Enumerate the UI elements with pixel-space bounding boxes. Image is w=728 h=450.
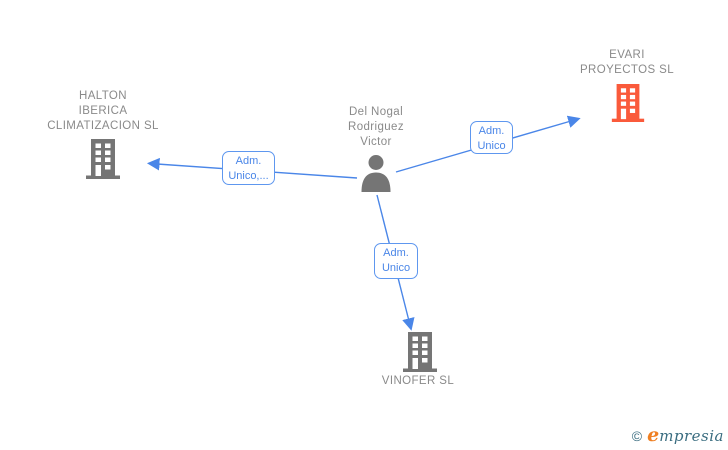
- edge-evari-label-line-2: Unico: [477, 139, 506, 152]
- vinofer-line-1: VINOFER SL: [381, 375, 455, 387]
- edge-halton-label-line-1: Adm.: [235, 155, 262, 167]
- vinofer-node[interactable]: [403, 332, 437, 372]
- halton-node[interactable]: [86, 139, 120, 179]
- evari-line-1: EVARI: [609, 49, 645, 61]
- brand-initial: e: [647, 424, 660, 446]
- node-label-evari[interactable]: EVARI PROYECTOS SL: [547, 48, 707, 78]
- edge-vinofer-label-line-1: Adm.: [383, 247, 409, 259]
- edge-vinofer-label-line-2: Unico: [381, 261, 411, 274]
- halton-line-2: IBERICA: [78, 105, 128, 117]
- building-icon: [403, 332, 437, 372]
- edge-evari-label-line-1: Adm.: [478, 125, 505, 137]
- person-icon: [361, 155, 391, 192]
- edge-halton-label-line-2: Unico,...: [228, 169, 269, 182]
- node-label-vinofer[interactable]: VINOFER SL: [338, 374, 498, 389]
- empresia-logo[interactable]: © empresia: [632, 424, 724, 446]
- empresia-brand-text: empresia: [647, 424, 724, 446]
- building-icon: [611, 84, 645, 122]
- halton-line-3: CLIMATIZACION SL: [47, 120, 159, 132]
- evari-line-2: PROYECTOS SL: [579, 64, 675, 76]
- person-line-3: Victor: [360, 136, 392, 148]
- person-line-2: Rodriguez: [347, 121, 405, 133]
- node-label-person[interactable]: Del Nogal Rodriguez Victor: [296, 105, 456, 150]
- halton-line-1: HALTON: [79, 90, 127, 102]
- building-icon: [86, 139, 120, 179]
- copyright-icon: ©: [631, 428, 643, 444]
- person-node[interactable]: [358, 154, 394, 192]
- brand-rest: mpresia: [659, 427, 724, 445]
- edge-label-adm-unico-halton[interactable]: Adm. Unico,...: [222, 151, 275, 185]
- evari-node[interactable]: [611, 84, 645, 122]
- edge-label-adm-unico-vinofer: Adm. Unico: [374, 243, 418, 279]
- node-label-halton[interactable]: HALTON IBERICA CLIMATIZACION SL: [13, 89, 193, 134]
- person-line-1: Del Nogal: [348, 106, 404, 118]
- edge-label-adm-unico-evari: Adm. Unico: [470, 121, 513, 154]
